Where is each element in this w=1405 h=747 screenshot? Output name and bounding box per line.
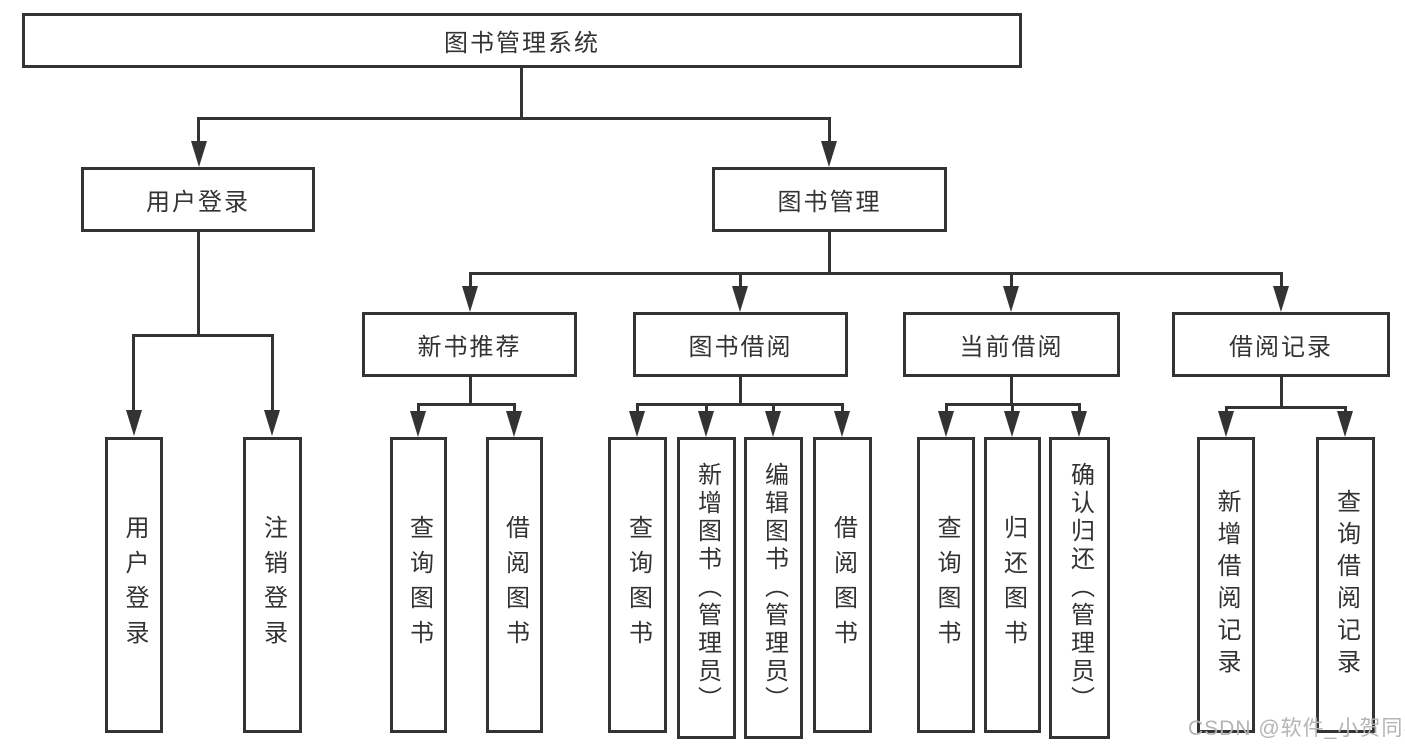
node-label: 查询借阅记录 <box>1332 489 1360 681</box>
connector-line <box>1010 377 1013 405</box>
arrow-down-icon <box>506 411 522 437</box>
connector-line <box>197 232 200 334</box>
connector-line <box>469 272 1283 275</box>
connector-line <box>513 403 516 415</box>
connector-line <box>636 403 844 406</box>
leaf-query-book-under-current: 查询图书 <box>917 437 975 733</box>
arrow-down-icon <box>821 141 837 167</box>
leaf-query-borrow-record: 查询借阅记录 <box>1316 437 1375 733</box>
node-root-library-system: 图书管理系统 <box>22 13 1022 68</box>
node-book-management: 图书管理 <box>712 167 947 232</box>
connector-line <box>1344 406 1347 415</box>
node-label: 图书借阅 <box>688 334 793 361</box>
connector-line <box>469 272 472 290</box>
arrow-down-icon <box>1218 411 1234 437</box>
connector-line <box>1280 272 1283 290</box>
connector-line <box>1010 272 1013 290</box>
leaf-user-login: 用户登录 <box>105 437 163 733</box>
connector-line <box>1280 377 1283 408</box>
arrow-down-icon <box>1337 411 1353 437</box>
arrow-down-icon <box>191 141 207 167</box>
leaf-query-book-under-recommend: 查询图书 <box>390 437 447 733</box>
node-label: 查询图书 <box>405 515 433 655</box>
arrow-down-icon <box>765 411 781 437</box>
arrow-down-icon <box>732 286 748 312</box>
node-label: 用户登录 <box>121 515 148 655</box>
csdn-watermark: CSDN @软件_小贺同学 <box>1188 717 1405 740</box>
node-label: 图书管理 <box>777 189 882 216</box>
node-label: 新增借阅记录 <box>1213 489 1240 681</box>
node-label: 新书推荐 <box>417 334 522 361</box>
connector-line <box>271 334 274 414</box>
arrow-down-icon <box>410 411 426 437</box>
connector-line <box>841 403 844 415</box>
arrow-down-icon <box>462 286 478 312</box>
node-label: 注销登录 <box>259 515 287 655</box>
leaf-logout: 注销登录 <box>243 437 302 733</box>
node-label: 当前借阅 <box>959 334 1064 361</box>
connector-line <box>739 377 742 405</box>
connector-line <box>1225 406 1347 409</box>
connector-line <box>739 272 742 290</box>
node-label: 查询图书 <box>933 515 960 655</box>
arrow-down-icon <box>126 410 142 436</box>
connector-line <box>520 68 523 120</box>
connector-line <box>132 334 135 414</box>
node-label: 图书管理系统 <box>444 30 600 57</box>
leaf-confirm-return-admin: 确认归还（管理员） <box>1049 437 1110 739</box>
node-label: 编辑图书（管理员） <box>760 462 788 714</box>
connector-line <box>197 117 200 147</box>
arrow-down-icon <box>938 411 954 437</box>
node-new-book-recommend: 新书推荐 <box>362 312 577 377</box>
node-current-borrowing: 当前借阅 <box>903 312 1120 377</box>
node-label: 新增图书（管理员） <box>693 462 721 714</box>
arrow-down-icon <box>1071 411 1087 437</box>
leaf-borrow-book-under-recommend: 借阅图书 <box>486 437 543 733</box>
connector-line <box>1011 403 1014 415</box>
node-user-login: 用户登录 <box>81 167 315 232</box>
node-label: 确认归还（管理员） <box>1066 462 1094 714</box>
arrow-down-icon <box>1003 286 1019 312</box>
node-label: 借阅图书 <box>501 515 529 655</box>
node-label: 归还图书 <box>999 515 1027 655</box>
arrow-down-icon <box>698 411 714 437</box>
leaf-query-book-under-borrowing: 查询图书 <box>608 437 667 733</box>
arrow-down-icon <box>629 411 645 437</box>
connector-line <box>705 403 708 415</box>
node-borrowing-records: 借阅记录 <box>1172 312 1390 377</box>
node-label: 查询图书 <box>624 515 652 655</box>
connector-line <box>417 403 420 415</box>
connector-line <box>828 117 831 147</box>
node-label: 借阅记录 <box>1229 334 1333 361</box>
connector-line <box>417 403 516 406</box>
leaf-edit-book-admin: 编辑图书（管理员） <box>744 437 803 739</box>
leaf-borrow-book-under-borrowing: 借阅图书 <box>813 437 872 733</box>
leaf-return-book: 归还图书 <box>984 437 1041 733</box>
arrow-down-icon <box>1273 286 1289 312</box>
arrow-down-icon <box>264 410 280 436</box>
leaf-add-book-admin: 新增图书（管理员） <box>677 437 736 739</box>
arrow-down-icon <box>834 411 850 437</box>
connector-line <box>945 403 948 415</box>
connector-line <box>198 117 831 120</box>
node-label: 用户登录 <box>146 189 250 216</box>
node-label: 借阅图书 <box>829 515 857 655</box>
connector-line <box>828 232 831 274</box>
connector-line <box>1078 403 1081 415</box>
node-book-borrowing: 图书借阅 <box>633 312 848 377</box>
leaf-add-borrow-record: 新增借阅记录 <box>1197 437 1255 733</box>
connector-line <box>133 334 274 337</box>
connector-line <box>636 403 639 415</box>
connector-line <box>469 377 472 405</box>
connector-line <box>772 403 775 415</box>
arrow-down-icon <box>1004 411 1020 437</box>
connector-line <box>1225 406 1228 415</box>
